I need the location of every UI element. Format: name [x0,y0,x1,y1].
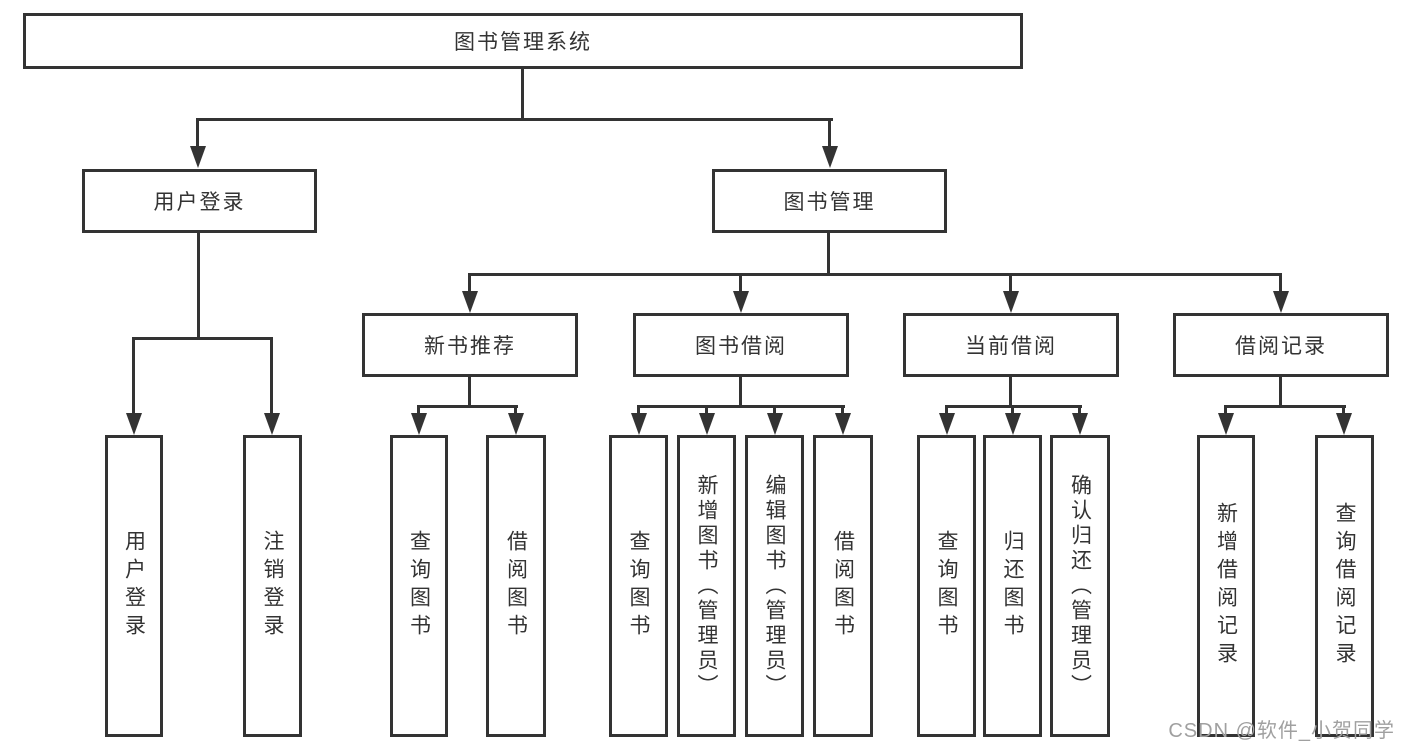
arrow-down-icon [1336,413,1352,435]
connector-line [132,337,273,340]
connector-line [841,405,844,417]
node-user-login: 用户登录 [82,169,317,233]
connector-line [468,377,471,408]
connector-level3-rail [468,273,1282,276]
node-book-management: 图书管理 [712,169,947,233]
connector-line [197,233,200,340]
node-book-management-label: 图书管理 [783,191,876,214]
connector-line [637,405,640,417]
arrow-down-icon [264,413,280,435]
arrow-down-icon [462,291,478,313]
leaf-label: 新增图书（管理员） [695,473,718,699]
connector-line [196,118,199,148]
leaf-label: 确认归还（管理员） [1068,473,1092,699]
arrow-down-icon [1005,413,1021,435]
node-book-borrow-label: 图书借阅 [695,335,787,358]
arrow-down-icon [939,413,955,435]
leaf-label: 查询图书 [407,530,431,642]
arrow-down-icon [733,291,749,313]
arrow-down-icon [126,413,142,435]
watermark-text: CSDN @软件_小贺同学 [1168,720,1395,742]
connector-line [1011,405,1014,417]
connector-line [132,337,135,415]
node-borrow-records: 借阅记录 [1173,313,1389,377]
connector-line [1224,405,1227,417]
connector-line [270,337,273,415]
leaf-add-borrow-record: 新增借阅记录 [1197,435,1255,737]
node-current-borrow-label: 当前借阅 [965,335,1057,358]
arrow-down-icon [631,413,647,435]
connector-line [1279,377,1282,408]
leaf-query-books-recommend: 查询图书 [390,435,448,737]
connector-line [1279,273,1282,293]
arrow-down-icon [411,413,427,435]
connector-line [1224,405,1346,408]
leaf-borrow-books: 借阅图书 [813,435,873,737]
connector-root-stem [521,69,524,121]
arrow-down-icon [835,413,851,435]
connector-line [417,405,420,417]
connector-line [1009,273,1012,293]
arrow-down-icon [1003,291,1019,313]
arrow-down-icon [822,146,838,168]
leaf-return-books: 归还图书 [983,435,1042,737]
leaf-label: 借阅图书 [504,530,528,642]
leaf-logout: 注销登录 [243,435,302,737]
connector-line [1009,377,1012,408]
arrow-down-icon [190,146,206,168]
leaf-label: 编辑图书（管理员） [763,473,786,699]
connector-line [828,118,831,148]
node-book-borrow: 图书借阅 [633,313,849,377]
connector-level1-rail [196,118,833,121]
connector-line [739,377,742,408]
arrow-down-icon [1218,413,1234,435]
connector-line [705,405,708,417]
leaf-label: 注销登录 [261,530,284,642]
connector-line [468,273,471,293]
node-new-book-recommend-label: 新书推荐 [424,335,516,358]
arrow-down-icon [508,413,524,435]
arrow-down-icon [1273,291,1289,313]
connector-line [827,233,830,276]
connector-line [945,405,948,417]
leaf-label: 查询图书 [627,530,650,642]
leaf-edit-books-admin: 编辑图书（管理员） [745,435,804,737]
arrow-down-icon [767,413,783,435]
leaf-query-books-borrow: 查询图书 [609,435,668,737]
leaf-query-books-current: 查询图书 [917,435,976,737]
leaf-label: 用户登录 [122,530,146,642]
connector-line [739,273,742,293]
connector-line [1342,405,1345,417]
leaf-label: 查询图书 [935,530,958,642]
arrow-down-icon [699,413,715,435]
connector-line [637,405,845,408]
node-root: 图书管理系统 [23,13,1023,69]
leaf-label: 查询借阅记录 [1333,502,1356,670]
connector-line [1078,405,1081,417]
node-user-login-label: 用户登录 [153,191,246,214]
node-root-label: 图书管理系统 [454,31,592,54]
leaf-add-books-admin: 新增图书（管理员） [677,435,736,737]
leaf-label: 新增借阅记录 [1214,502,1238,670]
connector-line [514,405,517,417]
connector-line [773,405,776,417]
node-new-book-recommend: 新书推荐 [362,313,578,377]
node-borrow-records-label: 借阅记录 [1235,335,1327,358]
leaf-label: 借阅图书 [831,530,855,642]
leaf-query-borrow-record: 查询借阅记录 [1315,435,1374,737]
leaf-confirm-return-admin: 确认归还（管理员） [1050,435,1110,737]
connector-line [417,405,518,408]
leaf-borrow-books-recommend: 借阅图书 [486,435,546,737]
node-current-borrow: 当前借阅 [903,313,1119,377]
arrow-down-icon [1072,413,1088,435]
leaf-user-login: 用户登录 [105,435,163,737]
leaf-label: 归还图书 [1001,530,1024,642]
